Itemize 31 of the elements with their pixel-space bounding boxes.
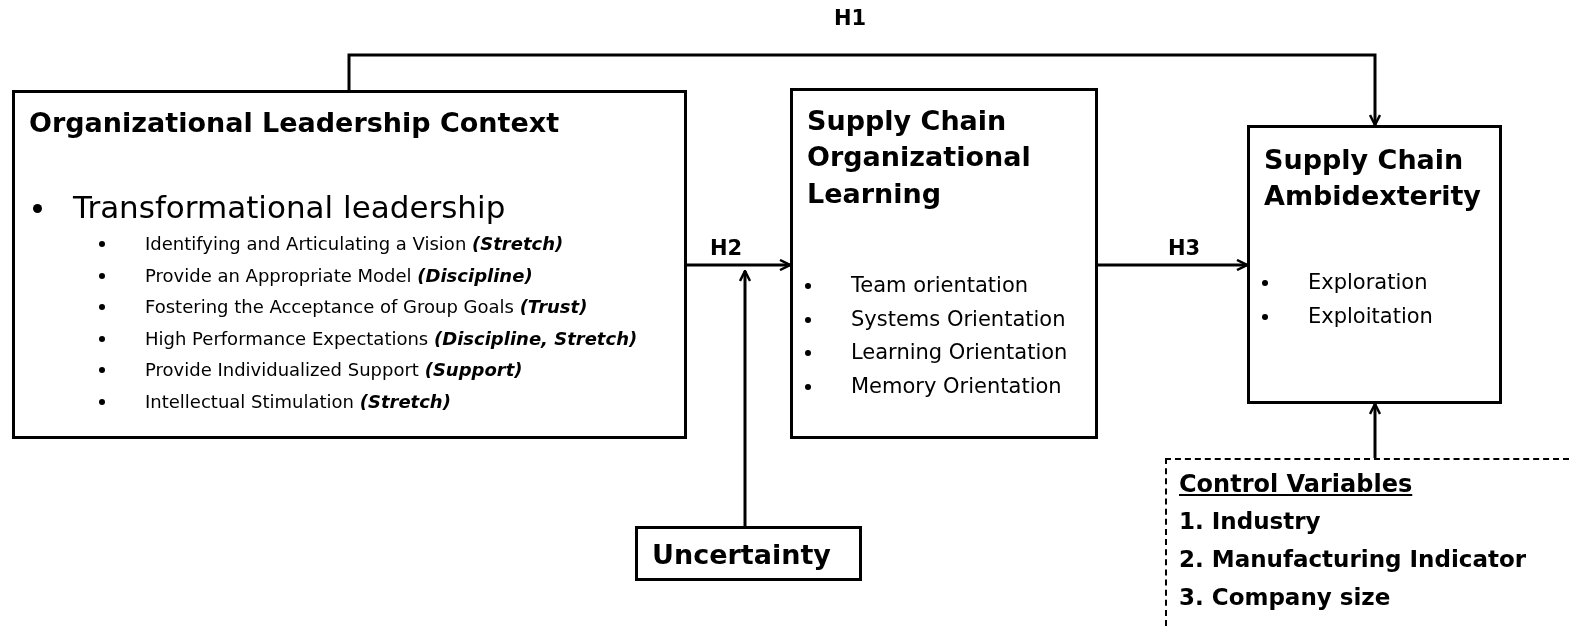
box-heading: Organizational Leadership Context — [29, 107, 560, 138]
bullet-text: Systems Orientation — [851, 306, 1066, 331]
box-heading: Supply Chain Ambidexterity — [1264, 143, 1482, 214]
dashed-box — [1165, 458, 1569, 626]
bullet-text: Provide an Appropriate Model (Discipline) — [145, 264, 533, 286]
concept-box — [790, 88, 1098, 439]
concept-box — [12, 90, 687, 439]
bullet-text: Intellectual Stimulation (Stretch) — [145, 390, 451, 412]
arrow — [1368, 402, 1382, 458]
bullet-text: Exploitation — [1308, 303, 1433, 328]
arrow — [687, 258, 792, 272]
bullet-text: Team orientation — [851, 273, 1029, 297]
bullet-text: High Performance Expectations (Discipline, Stretch) — [145, 327, 638, 349]
arrow — [347, 53, 1382, 127]
list-item: 2. Manufacturing Indicator — [1179, 546, 1527, 572]
bullet-text: Provide Individualized Support (Support) — [145, 359, 523, 380]
bullet-text: Transformational leadership — [73, 189, 506, 225]
concept-box — [635, 526, 862, 581]
box-heading: Control Variables — [1179, 470, 1413, 498]
box-heading: Uncertainty — [652, 539, 831, 570]
list-item: 3. Company size — [1179, 584, 1391, 610]
arrow — [738, 269, 752, 526]
bullet-text: Exploration — [1308, 270, 1428, 294]
arrow — [1098, 258, 1249, 272]
bullet-text: Fostering the Acceptance of Group Goals (Trust) — [145, 296, 588, 317]
list-item: 1. Industry — [1179, 508, 1321, 534]
concept-box — [1247, 125, 1502, 404]
bullet-text: Memory Orientation — [851, 373, 1062, 398]
bullet-text: Learning Orientation — [851, 340, 1068, 364]
box-heading: Supply Chain Organizational Learning — [807, 104, 1032, 211]
bullet-text: Identifying and Articulating a Vision (Stretch) — [145, 233, 564, 254]
